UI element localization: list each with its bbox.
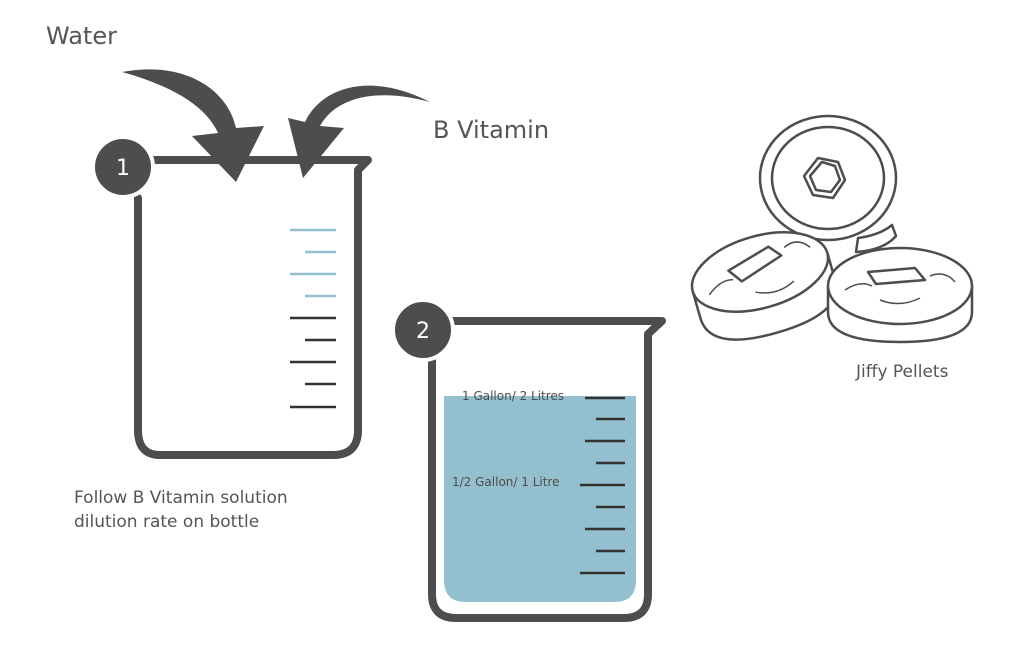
step-2-number: 2 bbox=[416, 319, 430, 344]
beaker-1 bbox=[134, 156, 372, 459]
instruction-line-1: Follow B Vitamin solution bbox=[74, 488, 288, 508]
beaker-2-ticks bbox=[580, 396, 625, 575]
half-gallon-mark-label: 1/2 Gallon/ 1 Litre bbox=[452, 475, 560, 489]
curved-arrow-icon bbox=[122, 69, 264, 182]
instruction-line-2: dilution rate on bottle bbox=[74, 512, 260, 532]
beaker-1-ticks bbox=[290, 228, 336, 409]
curved-arrow-icon bbox=[288, 85, 430, 178]
water-label: Water bbox=[46, 22, 117, 50]
beaker-2 bbox=[428, 317, 666, 622]
one-gallon-mark-label: 1 Gallon/ 2 Litres bbox=[462, 389, 565, 403]
jiffy-pellet-icon bbox=[690, 114, 974, 344]
b-vitamin-label: B Vitamin bbox=[433, 116, 550, 144]
step-2-badge: 2 bbox=[391, 298, 455, 362]
jiffy-pellets-label: Jiffy Pellets bbox=[856, 362, 949, 382]
step-1-badge: 1 bbox=[91, 135, 155, 199]
step-1-number: 1 bbox=[116, 156, 130, 181]
